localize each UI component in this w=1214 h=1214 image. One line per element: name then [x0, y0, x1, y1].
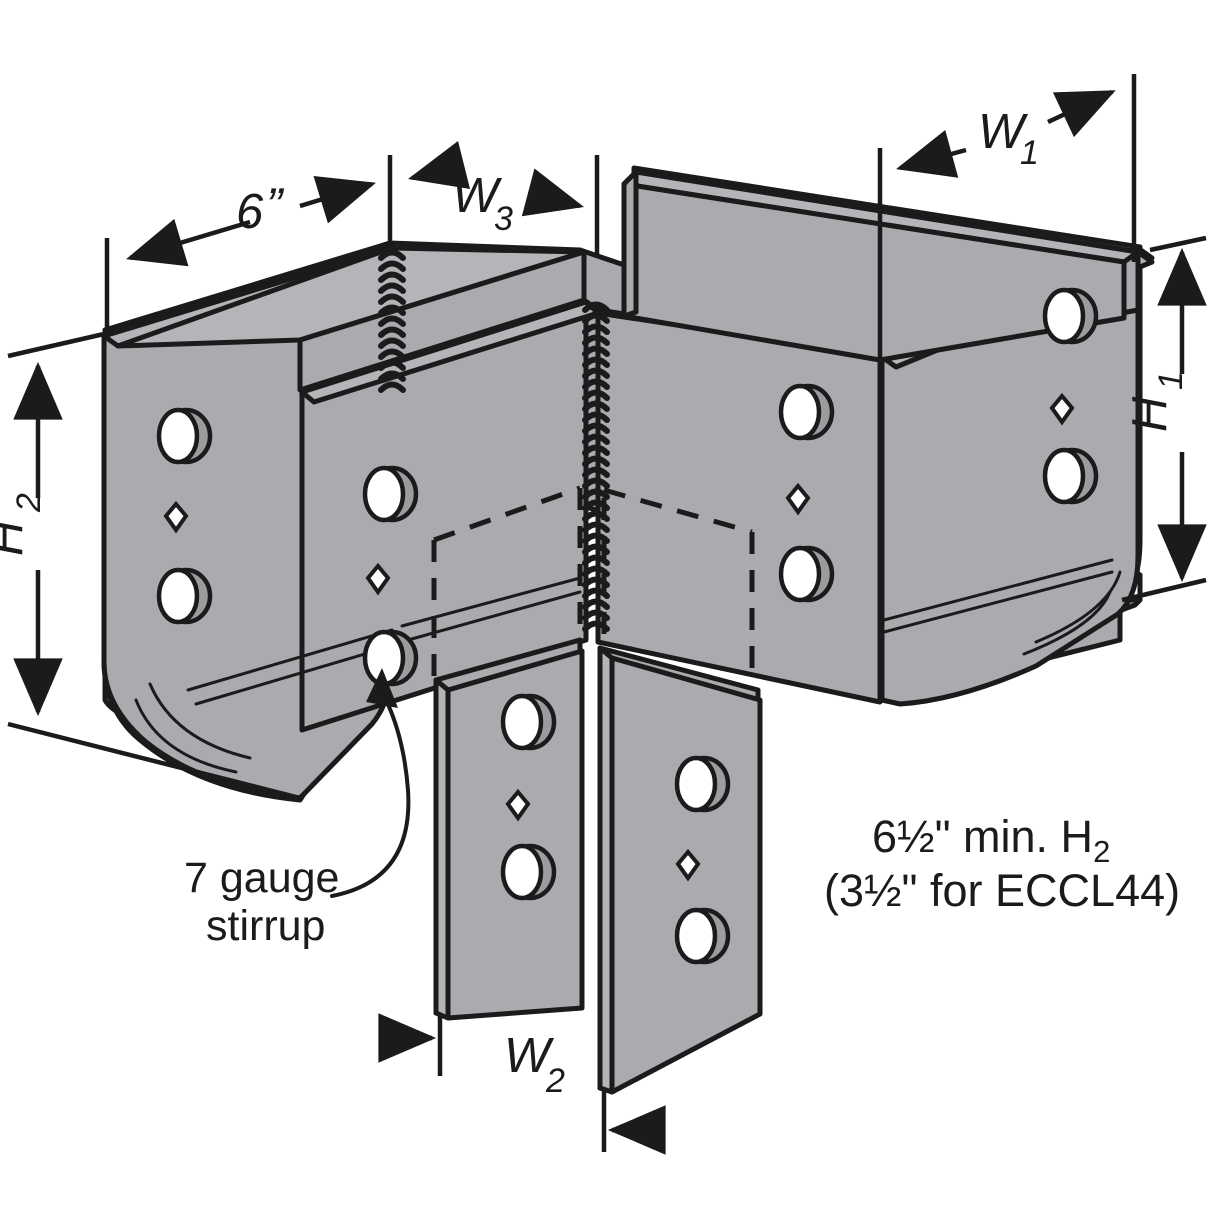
dimension-label-w3: W — [452, 169, 503, 223]
triangular-nail-hole — [163, 500, 189, 534]
connector-body-outline — [101, 169, 1155, 801]
dimension-label-w2: W — [504, 1029, 555, 1083]
dimension-unit-inch: ” — [266, 179, 285, 233]
dimension-six-inch: 6 ” — [104, 155, 393, 338]
bolt-hole — [778, 545, 835, 603]
dimension-subscript-w1: 1 — [1020, 134, 1039, 172]
bolt-hole-group — [156, 287, 1099, 965]
note-line-2-pre: (3 — [824, 865, 864, 916]
bolt-hole — [500, 693, 557, 751]
callout-line-1: 7 gauge — [184, 854, 339, 902]
dimension-h2: H 2 — [0, 331, 301, 801]
bolt-hole — [156, 567, 213, 625]
bolt-hole — [362, 629, 419, 687]
bolt-hole — [1042, 287, 1099, 345]
dimension-w3: W 3 — [407, 140, 600, 258]
dimension-label-w1: W — [978, 105, 1029, 159]
bolt-hole — [156, 407, 213, 465]
note-line-1: 6½" min. H2 — [872, 811, 1110, 869]
note-line-2-post: " for ECCL44) — [902, 865, 1181, 916]
note-line-2-fraction: ½ — [864, 865, 902, 916]
stirrup-tabs — [433, 637, 763, 1095]
dimension-h1: H 1 — [1121, 235, 1207, 603]
dimension-subscript-h1: 1 — [1152, 371, 1190, 390]
bolt-hole — [674, 755, 731, 813]
note-line-1-sub: 2 — [1093, 834, 1110, 869]
dimension-label-six-inch: 6 — [236, 185, 264, 239]
note-line-1-pre: 6 — [872, 811, 897, 862]
triangular-nail-hole — [505, 788, 531, 822]
note-line-2: (3½" for ECCL44) — [824, 865, 1180, 916]
dimension-w1: W 1 — [877, 74, 1137, 360]
dimension-label-h2: H — [0, 520, 33, 556]
dimension-subscript-w2: 2 — [545, 1062, 565, 1100]
note-line-1-fraction: ½ — [897, 811, 935, 862]
dimension-subscript-h2: 2 — [10, 493, 48, 513]
bolt-hole — [1042, 447, 1099, 505]
bolt-hole — [674, 907, 731, 965]
bolt-hole — [778, 383, 835, 441]
callout-line-2: stirrup — [206, 902, 325, 950]
bolt-hole — [500, 843, 557, 901]
callout-7-gauge-stirrup: 7 gauge stirrup — [184, 668, 411, 950]
dimension-w2: W 2 — [378, 1013, 666, 1155]
dimension-subscript-w3: 3 — [494, 200, 513, 238]
bolt-hole — [362, 465, 419, 523]
dimension-label-h1: H — [1123, 396, 1177, 432]
triangular-nail-hole-group — [163, 392, 1075, 882]
note-min-height: 6½" min. H2 (3½" for ECCL44) — [824, 811, 1180, 916]
triangular-nail-hole — [785, 482, 811, 516]
note-line-1-post: " min. H — [935, 811, 1094, 862]
triangular-nail-hole — [365, 562, 391, 596]
triangular-nail-hole — [1049, 392, 1075, 426]
triangular-nail-hole — [675, 848, 701, 882]
